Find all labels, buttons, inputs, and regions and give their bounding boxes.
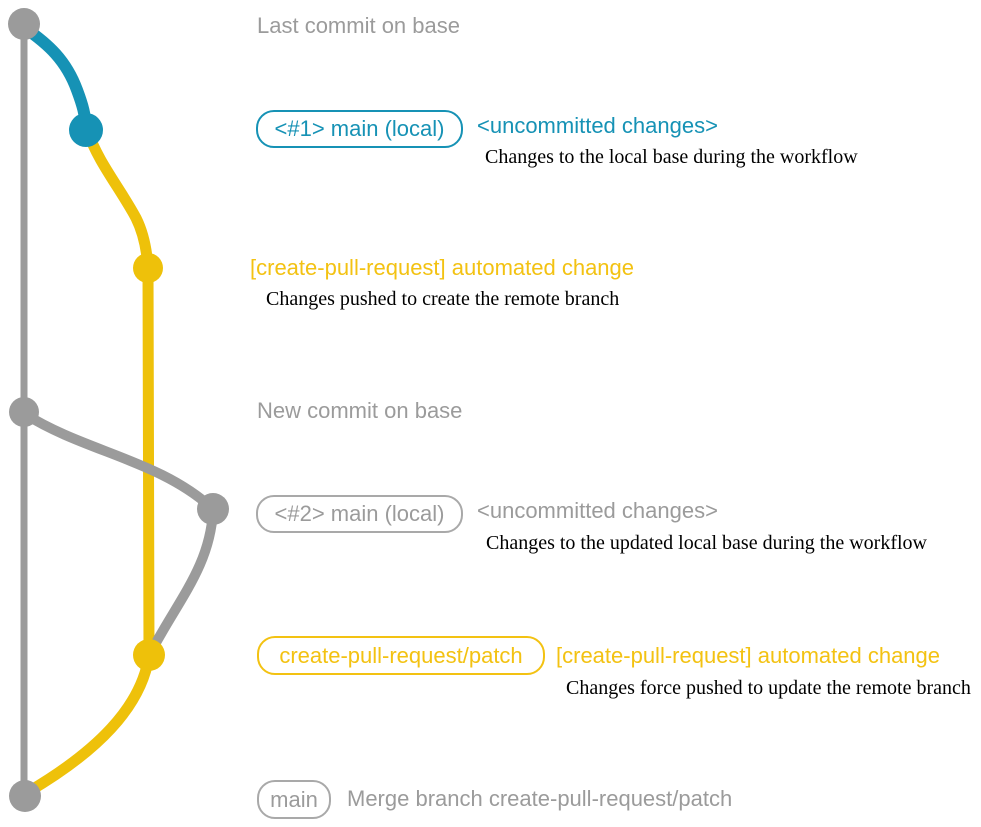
commit-node-local-2 [197,493,229,525]
branch-badge-cpr-patch-label: create-pull-request/patch [279,642,523,668]
commit-node-local-1 [69,113,103,147]
local-main-branch-curve [19,22,92,134]
branch-badge-main-local-2-label: <#2> main (local) [274,501,445,526]
note-uncommitted-changes-1: <uncommitted changes> [477,113,718,138]
updated-local-branch-curve-down [147,506,218,655]
note-uncommitted-changes-2: <uncommitted changes> [477,498,718,523]
patch-branch-line [142,262,155,661]
patch-branch-curve-top [82,126,154,274]
branch-badge-main-local-1: <#1> main (local) [256,110,463,148]
description-force-pushed-update-remote: Changes force pushed to update the remot… [566,677,971,699]
branch-badge-main: main [257,780,331,819]
annotation-merge-branch: Merge branch create-pull-request/patch [347,786,733,811]
commit-node-automated-1 [133,253,163,283]
updated-local-branch-curve-out [20,409,218,514]
description-local-base-changes: Changes to the local base during the wor… [485,146,858,168]
description-updated-local-base-changes: Changes to the updated local base during… [486,532,927,554]
branch-badge-main-local-1-label: <#1> main (local) [274,116,445,141]
branch-badge-main-local-2: <#2> main (local) [256,495,463,533]
commit-node-last-base [8,8,40,40]
commit-node-automated-2 [133,639,165,671]
commit-node-new-base [9,397,39,427]
note-automated-change-1: [create-pull-request] automated change [250,255,635,280]
commit-node-merge [9,780,41,812]
description-pushed-create-remote: Changes pushed to create the remote bran… [266,288,620,310]
annotation-last-commit-on-base: Last commit on base [257,13,460,38]
branch-badge-main-label: main [270,786,318,812]
annotation-new-commit-on-base: New commit on base [257,398,463,423]
patch-branch-merge-curve [22,650,155,798]
note-automated-change-2: [create-pull-request] automated change [556,643,941,668]
branch-badge-cpr-patch: create-pull-request/patch [257,636,545,675]
